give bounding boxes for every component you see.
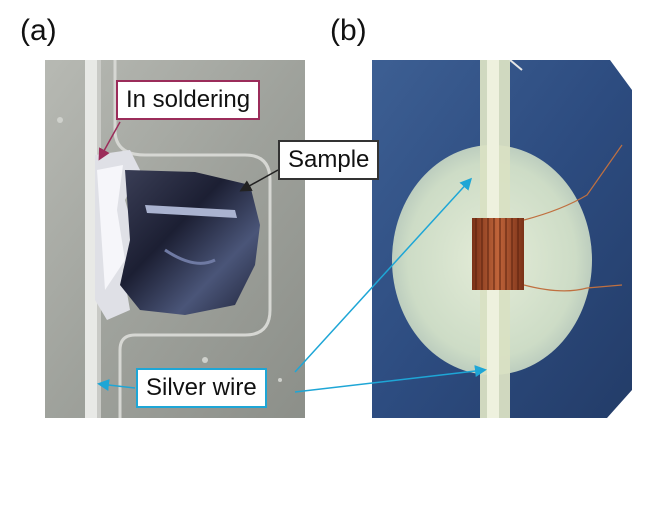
callout-in-soldering-label: In soldering [126, 86, 251, 113]
silver-wire-arrow-b2 [294, 365, 487, 393]
photo-b-coil-on-wire [372, 60, 632, 418]
photo-a-sample-on-wire [45, 60, 305, 418]
silver-wire-arrow-b1 [294, 177, 473, 373]
callout-sample: Sample [278, 140, 380, 180]
panel-label-b: (b) [330, 14, 367, 47]
in-soldering-arrow [98, 121, 121, 161]
sample-arrow [239, 169, 279, 192]
callout-sample-label: Sample [288, 146, 370, 173]
callout-silver-wire: Silver wire [136, 368, 267, 408]
callout-in-soldering: In soldering [116, 80, 261, 120]
callout-silver-wire-label: Silver wire [146, 374, 257, 401]
silver-wire-arrow-a [97, 379, 136, 391]
panel-label-a: (a) [20, 14, 57, 47]
